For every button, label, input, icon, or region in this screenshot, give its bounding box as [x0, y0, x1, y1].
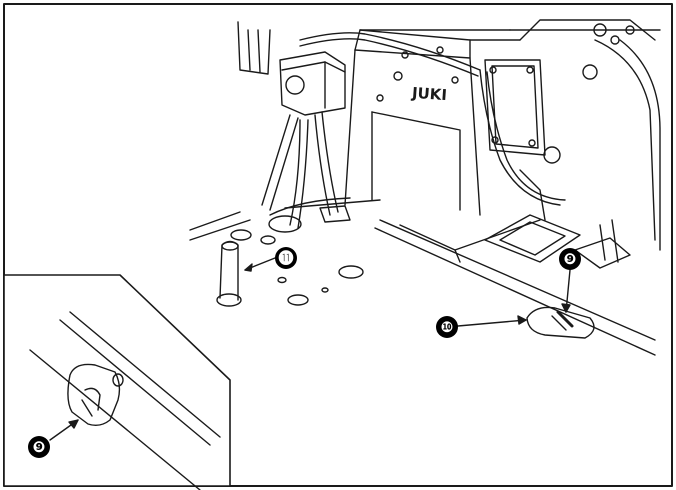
callout-thread-stand-pin: ⓫	[275, 247, 297, 269]
callout-cover-plate: ❿	[436, 316, 458, 338]
brand-logo: JUKI	[410, 84, 447, 104]
bed-slot	[484, 214, 631, 269]
machine-head	[344, 19, 661, 251]
cover-plate	[526, 306, 595, 339]
leader-plate-arrow	[517, 315, 527, 325]
leader-pin-arrow	[244, 263, 253, 272]
callout-hook-inset: ❾	[28, 436, 50, 458]
leader-plate	[457, 319, 527, 327]
table-holes	[230, 215, 364, 306]
inset-detail	[29, 311, 221, 490]
leader-hook-arrow	[561, 303, 571, 313]
leader-inset-arrow	[68, 419, 79, 429]
callout-hook-main: ❾	[559, 248, 581, 270]
thread-stand-pin	[216, 240, 242, 307]
controller-and-cables	[237, 21, 566, 229]
